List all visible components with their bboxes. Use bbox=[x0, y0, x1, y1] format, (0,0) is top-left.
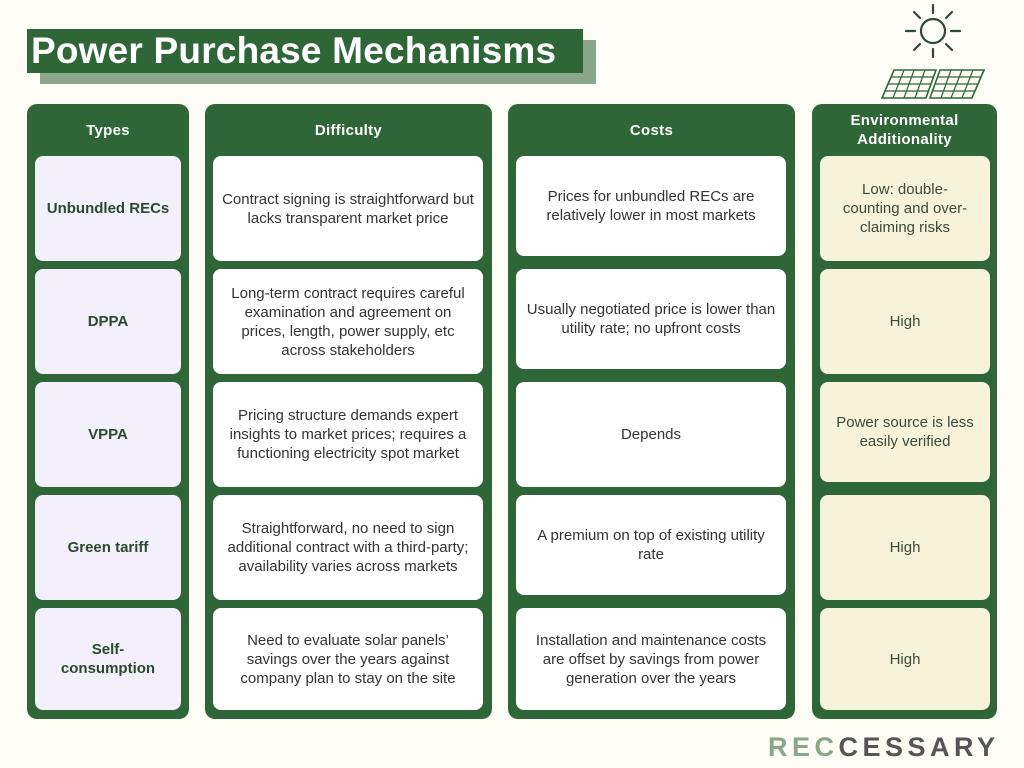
costs-cell: Prices for unbundled RECs are relatively… bbox=[516, 156, 786, 256]
environmental-cell: High bbox=[820, 495, 990, 600]
environmental-cell: Power source is less easily verified bbox=[820, 382, 990, 482]
environmental-cell: Low: double-counting and over-claiming r… bbox=[820, 156, 990, 261]
brand-logo-part1: REC bbox=[768, 731, 839, 762]
types-header: Types bbox=[86, 121, 130, 139]
difficulty-column: Difficulty Contract signing is straightf… bbox=[205, 104, 492, 719]
environmental-cell: High bbox=[820, 608, 990, 710]
environmental-cell: High bbox=[820, 269, 990, 374]
difficulty-cell: Straightforward, no need to sign additio… bbox=[213, 495, 483, 600]
types-column: Types Unbundled RECs DPPA VPPA Green tar… bbox=[27, 104, 189, 719]
costs-cell: Depends bbox=[516, 382, 786, 487]
brand-logo-part2: CESSARY bbox=[838, 731, 1000, 762]
costs-header: Costs bbox=[629, 121, 674, 139]
type-cell: Unbundled RECs bbox=[35, 156, 181, 261]
difficulty-cell: Long-term contract requires careful exam… bbox=[213, 269, 483, 374]
type-cell: DPPA bbox=[35, 269, 181, 374]
sun-icon bbox=[904, 3, 962, 59]
environmental-header: Environmental Additionality bbox=[850, 112, 959, 148]
page-title: Power Purchase Mechanisms bbox=[27, 29, 583, 73]
costs-column: Costs Prices for unbundled RECs are rela… bbox=[508, 104, 795, 719]
difficulty-cell: Contract signing is straightforward but … bbox=[213, 156, 483, 261]
costs-cell: Usually negotiated price is lower than u… bbox=[516, 269, 786, 369]
type-cell: Green tariff bbox=[35, 495, 181, 600]
costs-cell: Installation and maintenance costs are o… bbox=[516, 608, 786, 710]
costs-cell: A premium on top of existing utility rat… bbox=[516, 495, 786, 595]
difficulty-cell: Pricing structure demands expert insight… bbox=[213, 382, 483, 487]
solar-panel-icon bbox=[880, 69, 986, 99]
difficulty-cell: Need to evaluate solar panels’ savings o… bbox=[213, 608, 483, 710]
difficulty-header: Difficulty bbox=[314, 121, 383, 139]
type-cell: VPPA bbox=[35, 382, 181, 487]
environmental-column: Environmental Additionality Low: double-… bbox=[812, 104, 997, 719]
type-cell: Self-consumption bbox=[35, 608, 181, 710]
